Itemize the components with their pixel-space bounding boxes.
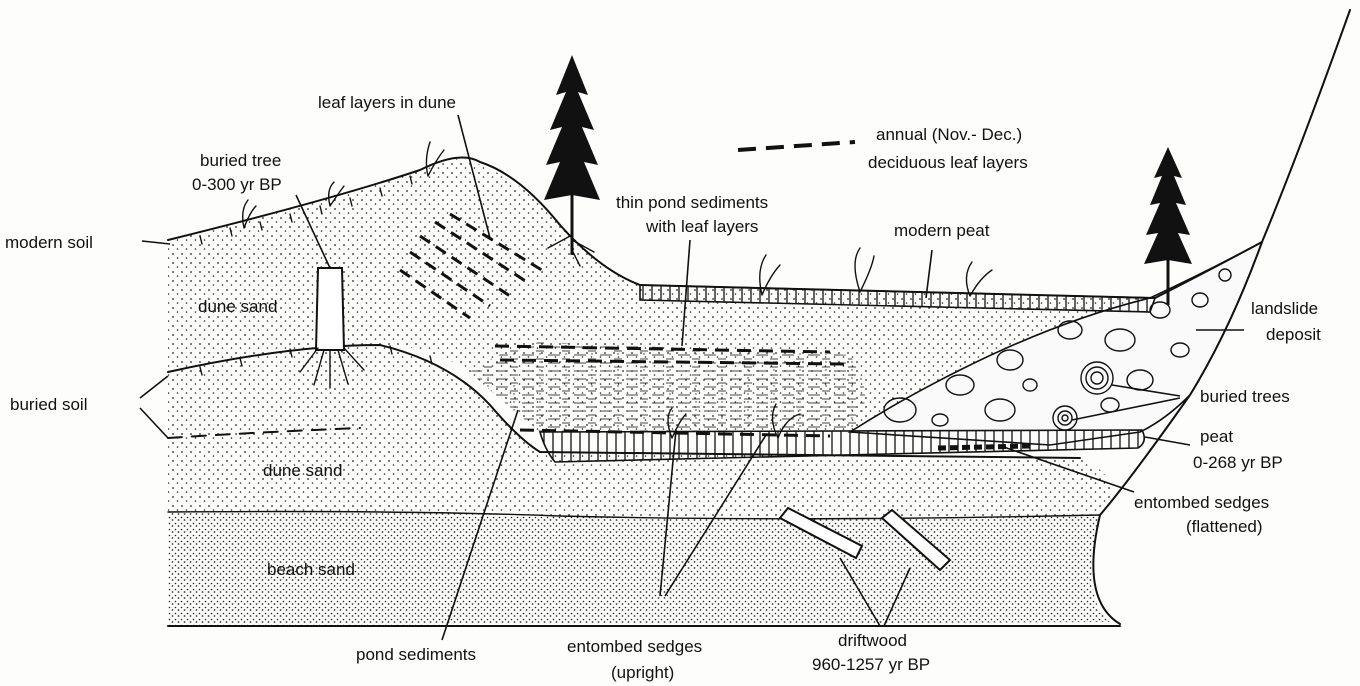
label-modern-peat: modern peat <box>894 221 990 240</box>
label-thin-pond-sediments: thin pond sediments <box>616 193 768 212</box>
label-with-leaf-layers: with leaf layers <box>645 217 758 236</box>
label-dune-sand-lower: dune sand <box>263 461 342 480</box>
label-dune-sand-upper: dune sand <box>198 297 277 316</box>
label-flattened: (flattened) <box>1186 517 1263 536</box>
label-peat-age: 0-268 yr BP <box>1193 453 1283 472</box>
label-entombed-sedges-flattened: entombed sedges <box>1134 493 1269 512</box>
label-annual-desc: deciduous leaf layers <box>868 153 1028 172</box>
legend-dash-symbol <box>738 142 855 150</box>
label-landslide: landslide <box>1251 299 1318 318</box>
label-driftwood: driftwood <box>838 631 907 650</box>
label-beach-sand: beach sand <box>267 560 355 579</box>
label-annual: annual (Nov.- Dec.) <box>876 125 1022 144</box>
label-leaf-layers-in-dune: leaf layers in dune <box>318 93 456 112</box>
label-buried-soil: buried soil <box>10 395 88 414</box>
label-buried-tree-age: 0-300 yr BP <box>192 175 282 194</box>
label-buried-trees: buried trees <box>1200 387 1290 406</box>
label-modern-soil: modern soil <box>5 233 93 252</box>
label-deposit: deposit <box>1266 325 1321 344</box>
label-upright: (upright) <box>611 663 674 682</box>
label-driftwood-age: 960-1257 yr BP <box>812 655 930 674</box>
label-entombed-sedges-upright: entombed sedges <box>567 637 702 656</box>
label-pond-sediments: pond sediments <box>356 645 476 664</box>
label-buried-tree: buried tree <box>200 151 281 170</box>
label-peat: peat <box>1200 427 1233 446</box>
